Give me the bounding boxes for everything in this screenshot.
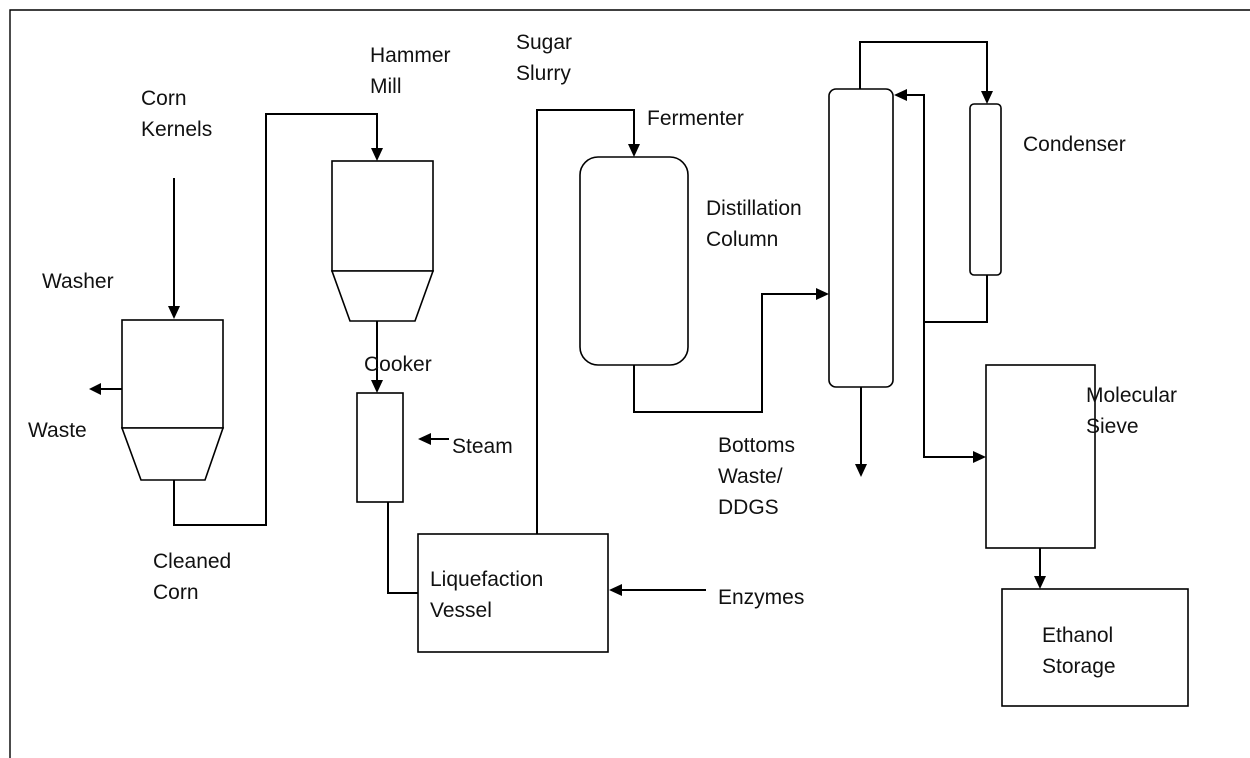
hammer-mill-label-line1: Hammer: [370, 44, 451, 67]
corn-kernels-label-line1: Corn: [141, 87, 187, 110]
cleaned-corn-label-line2: Corn: [153, 581, 199, 604]
cooker-label-line1: Cooker: [364, 353, 432, 376]
fermenter-to-column-line: [633, 288, 829, 413]
sugar-slurry-line: [536, 109, 640, 534]
bottoms-label-line2: Waste/: [718, 465, 783, 488]
cooker-to-liquefaction-line: [387, 502, 418, 594]
molecular-sieve-label-line2: Sieve: [1086, 415, 1139, 438]
page-border: [9, 9, 1250, 758]
waste-label: Waste: [28, 415, 87, 446]
bottoms-label-line1: Bottoms: [718, 434, 796, 457]
fermenter-unit: [579, 156, 689, 366]
distillation-column-label: Distillation Column: [706, 193, 802, 255]
washer-label: Washer: [42, 266, 114, 297]
mill-to-cooker-line: [371, 321, 383, 393]
enzymes-label-line1: Enzymes: [718, 586, 805, 609]
condenser-label-line1: Condenser: [1023, 133, 1126, 156]
molecular-sieve-label-line1: Molecular: [1086, 384, 1178, 407]
cooker-unit: [356, 392, 404, 503]
washer-unit: [120, 319, 225, 481]
hammer-mill-label: Hammer Mill: [370, 40, 451, 102]
sugar-slurry-label-line2: Slurry: [516, 62, 571, 85]
molecular-sieve-unit: [985, 364, 1096, 549]
cleaned-corn-line: [173, 113, 383, 526]
bottoms-stream: [855, 387, 867, 477]
condenser-label: Condenser: [1023, 129, 1126, 160]
liquefaction-vessel-label-line2: Vessel: [430, 599, 492, 622]
liquefaction-vessel-label-line1: Liquefaction: [430, 568, 544, 591]
sieve-to-storage-line: [1034, 548, 1046, 589]
steam-label: Steam: [452, 431, 513, 462]
waste-stream: [89, 383, 122, 395]
corn-kernels-label: Corn Kernels: [141, 83, 212, 145]
ethanol-storage-label: Ethanol Storage: [1042, 620, 1116, 682]
to-sieve-line: [923, 322, 986, 463]
corn-kernels-label-line2: Kernels: [141, 118, 213, 141]
washer-label-line1: Washer: [42, 270, 114, 293]
hammer-mill-unit: [330, 160, 435, 322]
molecular-sieve-label: Molecular Sieve: [1086, 380, 1177, 442]
hammer-mill-label-line2: Mill: [370, 75, 402, 98]
distillation-column-label-line1: Distillation: [706, 197, 802, 220]
distillation-column-unit: [828, 88, 894, 388]
cleaned-corn-label: Cleaned Corn: [153, 546, 231, 608]
distillation-column-label-line2: Column: [706, 228, 779, 251]
sugar-slurry-label-line1: Sugar: [516, 31, 573, 54]
fermenter-label: Fermenter: [647, 103, 744, 134]
steam-label-line1: Steam: [452, 435, 513, 458]
enzymes-label: Enzymes: [718, 582, 804, 613]
cleaned-corn-label-line1: Cleaned: [153, 550, 232, 573]
bottoms-label: Bottoms Waste/ DDGS: [718, 430, 795, 523]
condenser-unit: [969, 103, 1002, 276]
sugar-slurry-label: Sugar Slurry: [516, 27, 572, 89]
ethanol-storage-label-line2: Storage: [1042, 655, 1116, 678]
liquefaction-vessel-unit: [417, 533, 609, 653]
fermenter-label-line1: Fermenter: [647, 107, 744, 130]
steam-stream: [418, 433, 449, 445]
corn-kernels-feed: [168, 178, 180, 319]
waste-label-line1: Waste: [28, 419, 87, 442]
enzymes-stream: [609, 584, 706, 596]
ethanol-storage-unit: [1001, 588, 1189, 707]
bottoms-label-line3: DDGS: [718, 496, 779, 519]
column-overhead-line: [859, 41, 993, 104]
cooker-label: Cooker: [364, 349, 432, 380]
liquefaction-vessel-label: Liquefaction Vessel: [430, 564, 543, 626]
ethanol-storage-label-line1: Ethanol: [1042, 624, 1114, 647]
